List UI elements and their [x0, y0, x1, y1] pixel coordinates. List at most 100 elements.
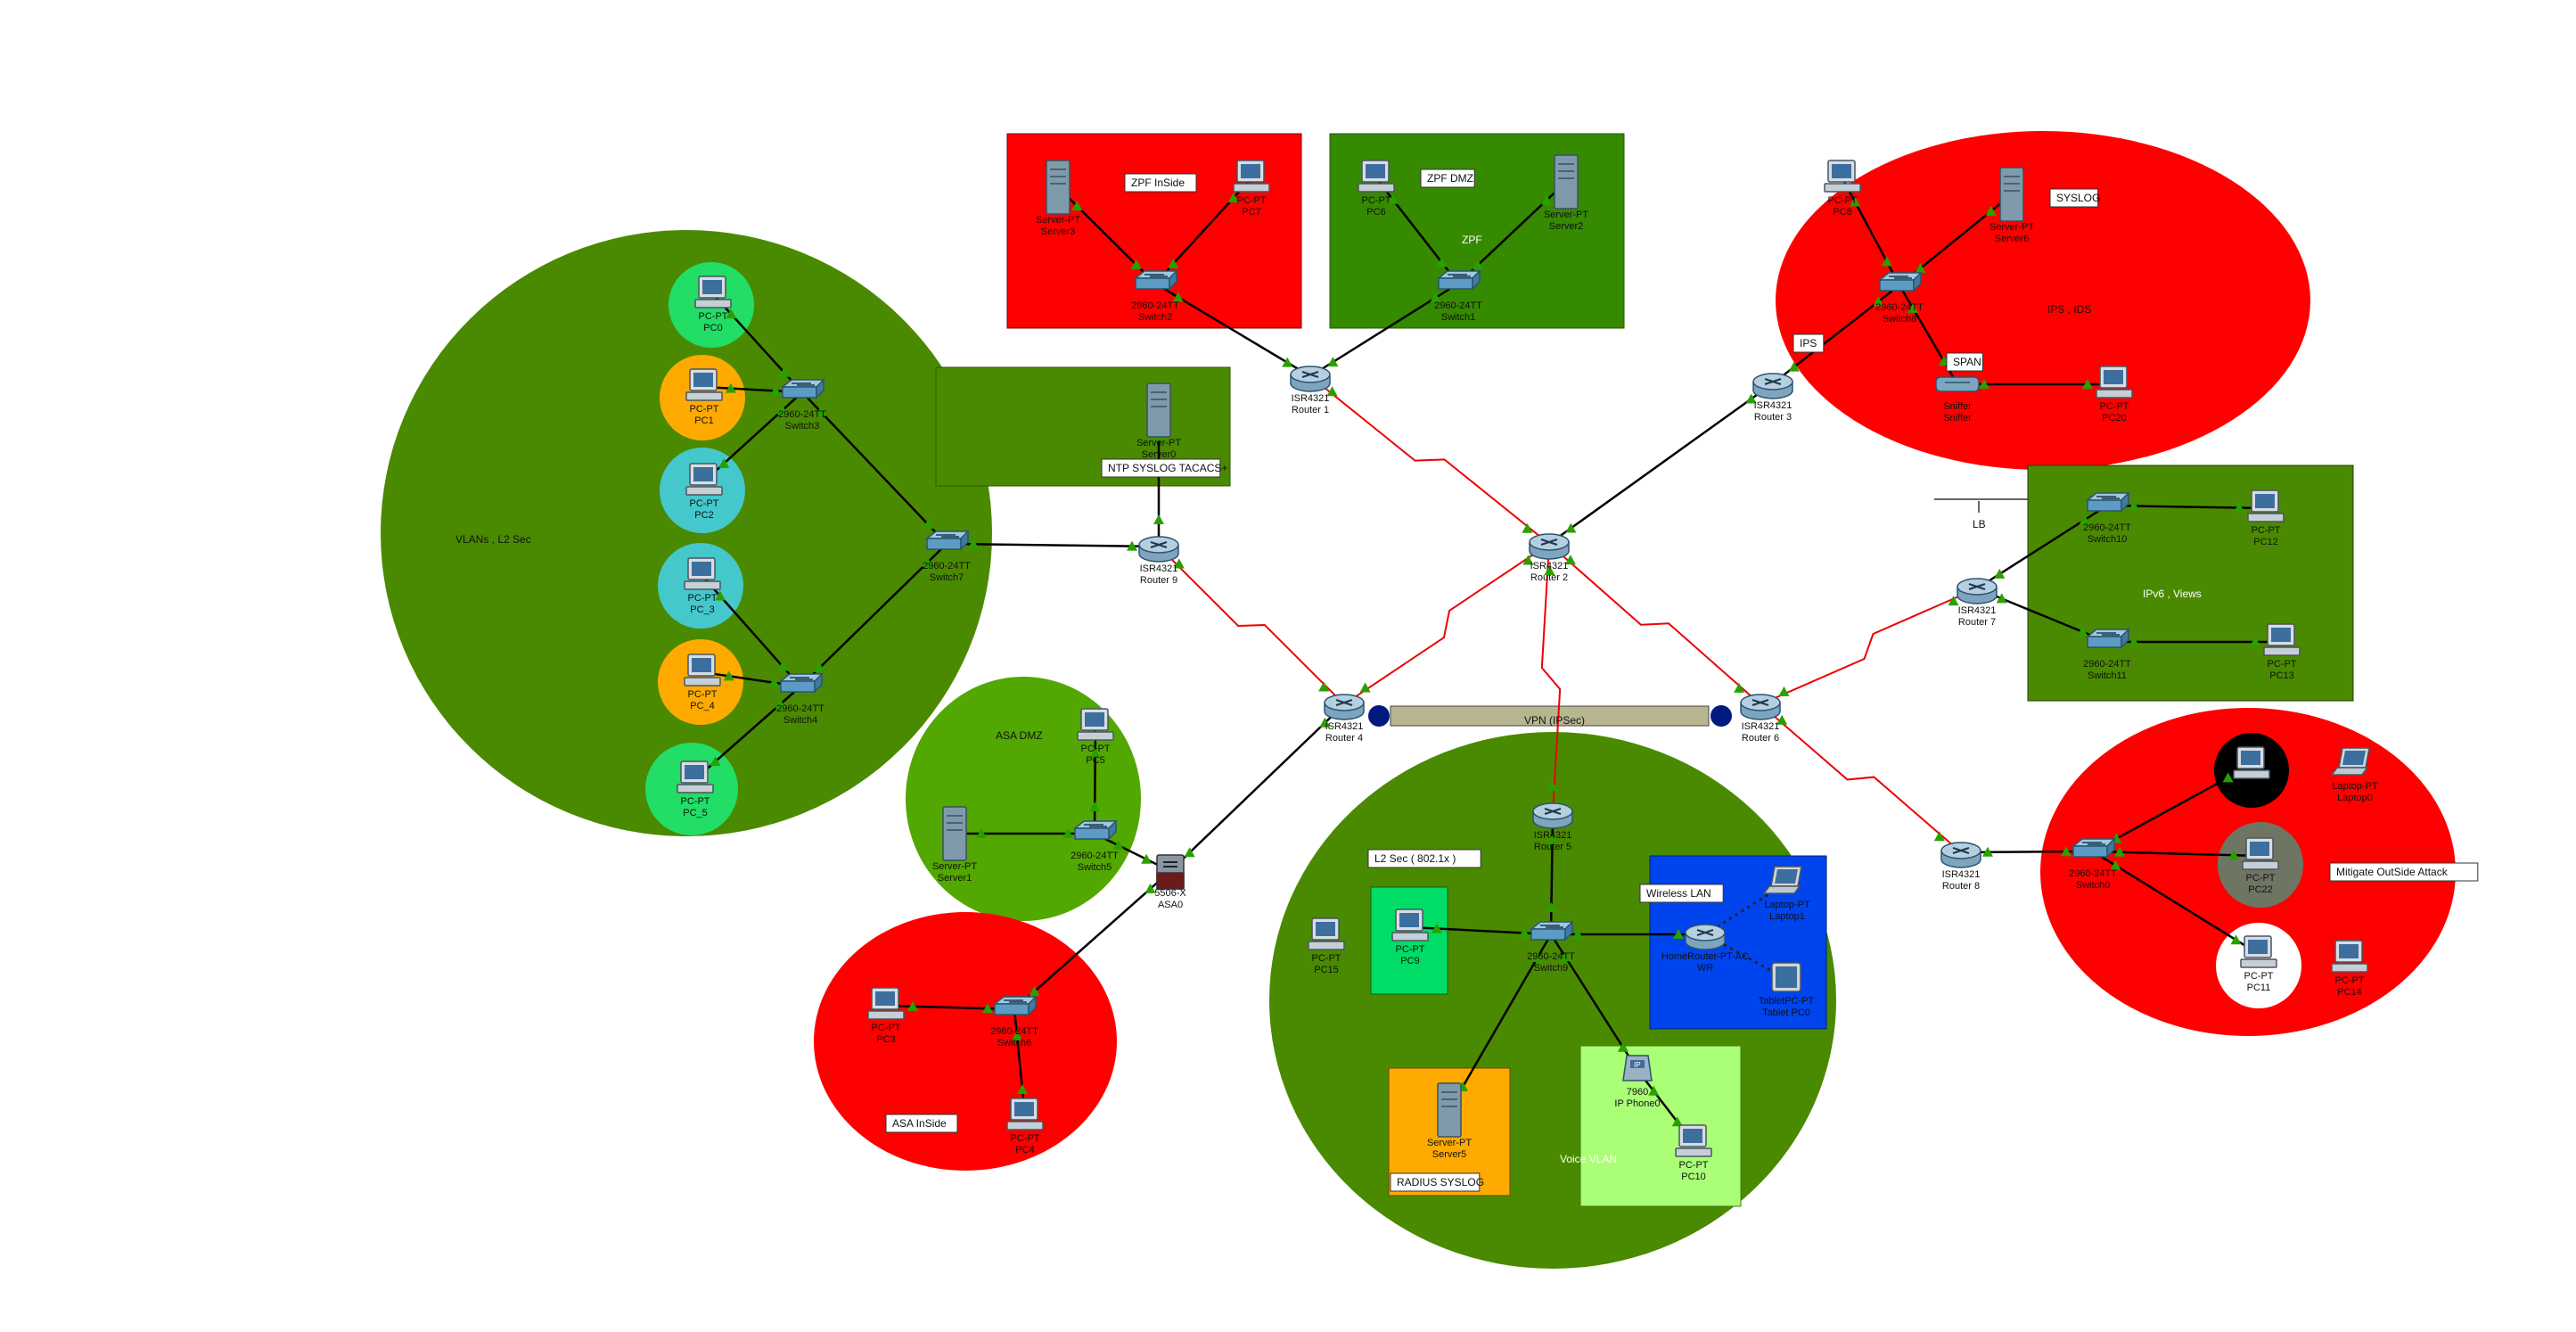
note-zpf-inside[interactable]: ZPF InSide [1124, 173, 1197, 193]
link-switch0-pc11[interactable] [2092, 850, 2260, 956]
link-switch7-router9[interactable] [946, 542, 1160, 548]
note-ips-ids[interactable]: IPS , IDS [2047, 303, 2091, 316]
link-switch3-switch7[interactable] [801, 391, 948, 545]
note-mitigate[interactable]: Mitigate OutSide Attack [2329, 862, 2479, 882]
pc-icon [2240, 935, 2277, 968]
note-radius-syslog[interactable]: RADIUS SYSLOG [1390, 1172, 1484, 1192]
link-router4-router2[interactable] [1343, 543, 1550, 705]
link-router1-router2[interactable] [1309, 375, 1550, 545]
link-switch9-server5[interactable] [1448, 933, 1553, 1111]
note-span[interactable]: SPAN [1946, 352, 1983, 372]
switch-icon [926, 530, 969, 550]
note-wireless-lan[interactable]: Wireless LAN [1639, 884, 1724, 903]
note-ipv6-views[interactable]: IPv6 , Views [2143, 588, 2202, 600]
note-zpf[interactable]: ZPF [1462, 234, 1482, 246]
link-router6-router7[interactable] [1760, 588, 1978, 705]
link-router4-asa0[interactable] [1169, 703, 1345, 872]
link-router3-router2[interactable] [1548, 382, 1774, 546]
note-zpf-dmz[interactable]: ZPF DMZ [1420, 169, 1475, 188]
note-vpn[interactable]: VPN (IPSec) [1524, 714, 1585, 727]
note-asa-dmz[interactable]: ASA DMZ [996, 729, 1043, 742]
port-router3-switch8 [1788, 361, 1800, 372]
note-voice-vlan[interactable]: Voice VLAN [1560, 1153, 1617, 1165]
note-syslog[interactable]: SYSLOG [2049, 188, 2100, 208]
note-ips[interactable]: IPS [1793, 333, 1825, 353]
note-ntp-syslog[interactable]: NTP SYSLOG TACACS+ [1101, 458, 1227, 478]
port-switch0-pc11 [2110, 859, 2121, 870]
link-switch9-pc9[interactable] [1409, 925, 1552, 936]
note-vlans-l2[interactable]: VLANs , L2 Sec [455, 533, 531, 546]
note-l2-sec[interactable]: L2 Sec ( 802.1x ) [1367, 849, 1481, 868]
link-router8-switch0[interactable] [1960, 850, 2094, 854]
note-lb[interactable]: LB [1973, 518, 1986, 530]
port-pc4_-switch4 [723, 670, 734, 681]
link-router2-router6[interactable] [1548, 543, 1761, 705]
link-switch6-pc3[interactable] [885, 1004, 1015, 1011]
link-router6-router8[interactable] [1760, 703, 1962, 853]
link-router2-router5[interactable] [1540, 543, 1562, 814]
device-pcblack[interactable] [2233, 746, 2270, 779]
link-router5-switch9[interactable] [1549, 812, 1555, 935]
link-pc8-switch8[interactable] [1841, 177, 1901, 286]
link-router9-router4[interactable] [1158, 546, 1345, 705]
link-asa0-switch6[interactable] [1013, 870, 1171, 1010]
note-asa-inside[interactable]: ASA InSide [885, 1114, 958, 1133]
link-switch4-switch7[interactable] [800, 543, 948, 687]
